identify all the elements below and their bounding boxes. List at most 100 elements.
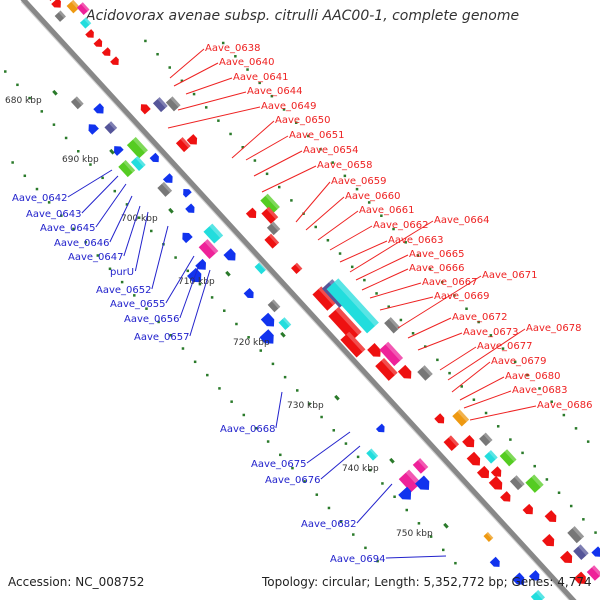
tick-dot [352,533,355,536]
gene-label[interactable]: Aave_0664 [434,215,490,226]
gene-label[interactable]: Aave_0678 [526,323,582,334]
gene-label[interactable]: Aave_0652 [96,285,152,296]
tick-dot [84,240,87,244]
gene-label[interactable]: Aave_0640 [219,57,275,68]
gene-label[interactable]: Aave_0675 [251,459,307,470]
feature-block [70,96,84,110]
gene-feature [397,364,412,379]
gene-label[interactable]: Aave_0682 [301,519,357,530]
gene-label[interactable]: Aave_0641 [233,72,289,83]
feature-highlight [448,435,460,447]
feature-block [130,156,146,171]
gene-feature [525,474,544,493]
tick-dot [477,320,480,324]
gene-label[interactable]: Aave_0671 [482,270,538,281]
gene-label[interactable]: Aave_0673 [463,327,519,338]
feature-arrow [113,146,124,156]
backbone-line [20,0,577,600]
tick-dot [223,309,226,312]
gene-label[interactable]: Aave_0656 [124,314,180,325]
gene-feature [560,550,573,564]
leader-line [109,195,133,243]
gene-label[interactable]: Aave_0647 [68,252,124,263]
gene-label[interactable]: Aave_0643 [26,209,82,220]
gene-label[interactable]: Aave_0666 [409,263,465,274]
gene-feature [542,533,555,547]
gene-label[interactable]: Aave_0669 [434,291,490,302]
feature-arrow [85,29,94,38]
gene-label[interactable]: Aave_0657 [134,332,190,343]
gene-label[interactable]: Aave_0645 [40,223,96,234]
gene-label[interactable]: Aave_0642 [12,193,68,204]
gene-label[interactable]: Aave_0676 [265,475,321,486]
leader-line [385,555,447,559]
feature-block [452,409,470,427]
gene-label[interactable]: Aave_0646 [54,238,110,249]
tick-dot [376,559,379,563]
gene-feature [186,134,198,145]
tick-dot [229,132,232,136]
gene-feature [261,206,279,224]
leader-line [451,361,491,393]
tick-dot [320,415,323,419]
gene-label[interactable]: Aave_0694 [330,554,386,565]
feature-highlight [572,526,585,539]
gene-feature [126,137,148,159]
gene-label[interactable]: Aave_0686 [537,400,593,411]
gene-label[interactable]: Aave_0663 [388,235,444,246]
gene-feature [264,233,280,249]
feature-highlight [334,278,379,327]
gene-feature [260,193,280,214]
feature-highlight [335,306,362,336]
leader-line [67,169,113,198]
gene-label[interactable]: Aave_0677 [477,341,533,352]
gene-label[interactable]: Aave_0659 [331,176,387,187]
gene-label[interactable]: Aave_0658 [317,160,373,171]
tick-dot [501,347,505,350]
feature-block [509,475,525,491]
gene-label[interactable]: Aave_0683 [512,385,568,396]
feature-highlight [209,223,224,239]
gene-label[interactable]: Aave_0679 [491,356,547,367]
gene-label[interactable]: purU [110,267,134,278]
tick-dot [218,387,221,390]
gene-label[interactable]: Aave_0680 [505,371,561,382]
gene-feature [51,0,61,8]
gene-feature [417,365,433,381]
feature-arrow [149,152,159,163]
gene-feature [490,466,502,477]
gene-feature [54,10,66,22]
gene-feature [278,317,292,330]
tick-dot [242,413,246,417]
tick-dot [569,504,573,508]
feature-arrow [101,47,111,56]
tick-dot [381,482,384,485]
leader-line [189,269,211,337]
gene-label[interactable]: Aave_0662 [373,220,429,231]
feature-arrow [397,364,412,379]
gene-label[interactable]: Aave_0667 [422,277,478,288]
gene-feature [434,413,445,424]
tick-dot [350,265,354,269]
gene-label[interactable]: Aave_0638 [205,43,261,54]
feature-highlight [369,448,379,458]
gene-label[interactable]: Aave_0651 [289,130,345,141]
gene-label[interactable]: Aave_0649 [261,101,317,112]
scale-label: 700 kbp [121,214,158,224]
gene-label[interactable]: Aave_0661 [359,205,415,216]
gene-label[interactable]: Aave_0644 [247,86,303,97]
gene-label[interactable]: Aave_0660 [345,191,401,202]
gene-label[interactable]: Aave_0654 [303,145,359,156]
tick-dot [489,334,493,337]
feature-highlight [457,409,470,422]
gene-label[interactable]: Aave_0665 [409,249,465,260]
feature-highlight [204,239,219,254]
gene-feature [512,572,525,585]
gene-label[interactable]: Aave_0672 [452,312,508,323]
gene-feature [175,137,191,153]
gene-label[interactable]: Aave_0655 [110,299,166,310]
gene-label[interactable]: Aave_0668 [220,424,276,435]
leader-line [407,317,452,339]
gene-label[interactable]: Aave_0650 [275,115,331,126]
feature-highlight [535,590,545,600]
